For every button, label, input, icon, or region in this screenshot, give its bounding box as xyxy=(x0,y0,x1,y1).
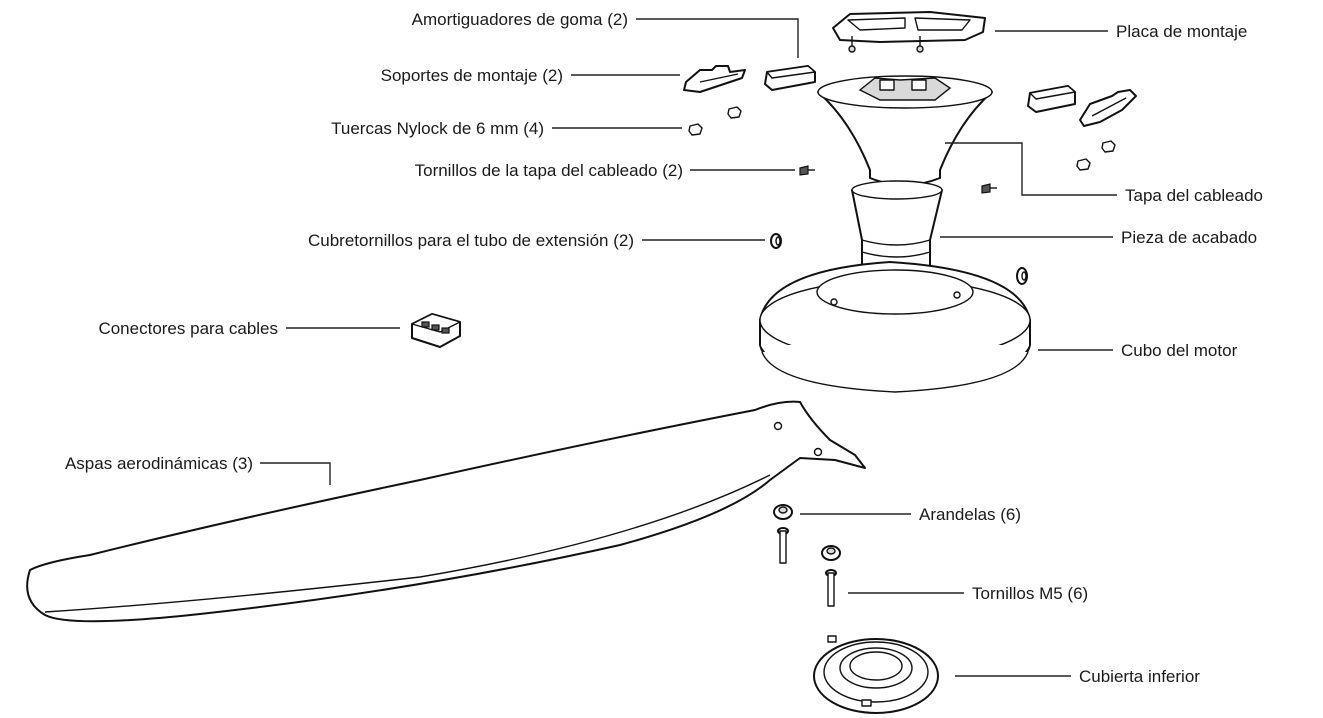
screw-cover-drawing xyxy=(770,233,1028,285)
label-wire-connectors: Conectores para cables xyxy=(98,319,278,338)
label-mounting-plate: Placa de montaje xyxy=(1116,22,1247,41)
label-motor-hub: Cubo del motor xyxy=(1121,341,1238,360)
m5-bolt-drawing xyxy=(777,527,837,607)
label-washers: Arandelas (6) xyxy=(919,505,1021,524)
rubber-damper-drawing xyxy=(764,65,816,91)
label-screw-covers: Cubretornillos para el tubo de extensión… xyxy=(308,231,634,250)
wire-connector-drawing xyxy=(411,313,461,348)
wiring-cover-screw-drawing xyxy=(799,165,997,194)
mounting-bracket-drawing xyxy=(683,65,746,93)
bottom-cover-drawing xyxy=(813,635,939,714)
leader-lines xyxy=(260,18,1117,677)
wiring-cover-drawing xyxy=(817,75,993,186)
label-bottom-cover: Cubierta inferior xyxy=(1079,667,1200,686)
label-rubber-dampers: Amortiguadores de goma (2) xyxy=(412,10,628,29)
aerodynamic-blade-drawing xyxy=(26,400,866,623)
washer-drawing xyxy=(773,504,841,561)
mounting-plate-drawing xyxy=(832,11,986,53)
label-m5-bolts: Tornillos M5 (6) xyxy=(972,584,1088,603)
rubber-damper-drawing-2 xyxy=(1027,85,1076,113)
label-finishing-piece: Pieza de acabado xyxy=(1121,228,1257,247)
nylock-nut-drawing xyxy=(688,106,1116,171)
mounting-bracket-drawing-2 xyxy=(1079,89,1137,127)
label-nylock-nuts: Tuercas Nylock de 6 mm (4) xyxy=(331,119,544,138)
label-wiring-cover: Tapa del cableado xyxy=(1125,186,1263,205)
label-aerodynamic-blades: Aspas aerodinámicas (3) xyxy=(65,454,253,473)
label-mounting-brackets: Soportes de montaje (2) xyxy=(381,66,563,85)
label-wiring-cover-screws: Tornillos de la tapa del cableado (2) xyxy=(415,161,683,180)
motor-hub-drawing xyxy=(759,261,1031,393)
